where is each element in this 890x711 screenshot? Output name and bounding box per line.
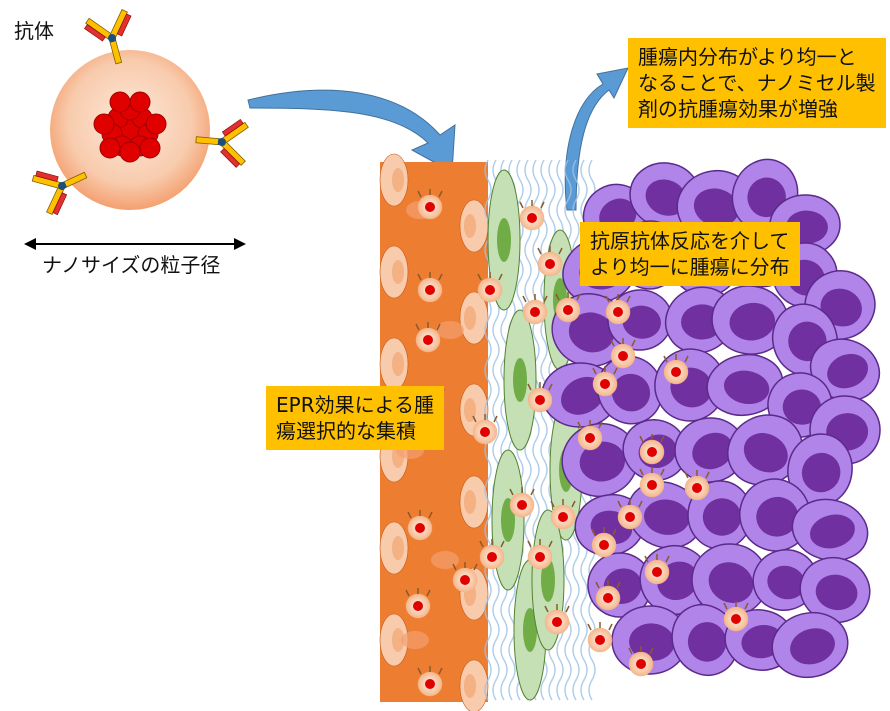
nanoparticle-small xyxy=(644,554,670,585)
endothelial-nucleus xyxy=(464,306,476,330)
nanoparticle-small xyxy=(628,646,654,677)
tumor-nucleus xyxy=(756,496,799,537)
drug-core-bead xyxy=(109,91,131,113)
antigen-antibody-line-2: より均一に腫瘍に分布 xyxy=(590,255,790,279)
tumor-nucleus xyxy=(645,179,687,216)
antitumor-effect-line-1: 腫瘍内分布がより均一と xyxy=(638,45,857,69)
antitumor-effect-box: 腫瘍内分布がより均一と なることで、ナノミセル製 剤の抗腫瘍効果が増強 xyxy=(628,38,886,128)
drug-core-bead xyxy=(99,137,121,159)
antibody-icon-left xyxy=(31,170,88,216)
nanoparticle-small xyxy=(555,292,581,323)
drug-core-cluster xyxy=(93,91,167,163)
endothelial-nucleus xyxy=(464,674,476,698)
epr-effect-box: EPR効果による腫 瘍選択的な集積 xyxy=(266,386,444,450)
epr-effect-line-1: EPR効果による腫 xyxy=(276,393,434,417)
curved-arrow-to-vessel xyxy=(247,89,456,173)
nanoparticle-small xyxy=(595,580,621,611)
nanoparticle-small xyxy=(477,272,503,303)
nanoparticle-small xyxy=(550,499,576,530)
tumor-nucleus xyxy=(809,514,855,549)
nanoparticle-small xyxy=(639,467,665,498)
nanoparticle-small xyxy=(472,414,498,445)
antitumor-effect-line-2: なることで、ナノミセル製 xyxy=(638,71,876,95)
nanoparticle-small xyxy=(587,622,613,653)
antibody-icon-top xyxy=(84,9,132,65)
nanoparticle-small xyxy=(407,510,433,541)
nanoparticle-small xyxy=(544,604,570,635)
antigen-antibody-line-1: 抗原抗体反応を介して xyxy=(590,229,790,253)
stromal-nucleus xyxy=(523,608,537,652)
tumor-nucleus xyxy=(782,389,822,425)
tumor-nucleus xyxy=(815,574,858,611)
nanoparticle-small xyxy=(452,562,478,593)
tumor-nucleus xyxy=(693,188,739,227)
nanoparticle-small xyxy=(417,189,443,220)
nanoparticle-small xyxy=(519,200,545,231)
nanoparticle-small xyxy=(415,322,441,353)
drug-core-bead xyxy=(119,141,141,163)
endothelial-nucleus xyxy=(392,628,404,652)
endothelial-nucleus xyxy=(392,260,404,284)
tumor-nucleus xyxy=(820,288,862,327)
antitumor-effect-line-3: 剤の抗腫瘍効果が増強 xyxy=(638,97,838,121)
nanoparticle-small xyxy=(592,366,618,397)
tumor-nucleus xyxy=(801,452,841,493)
tumor-nucleus xyxy=(611,373,651,412)
particle-size-label: ナノサイズの粒子径 xyxy=(42,253,221,277)
antibody-icon-right xyxy=(195,118,249,168)
tumor-nucleus xyxy=(568,312,615,353)
stromal-nucleus xyxy=(497,218,511,262)
endothelial-nucleus xyxy=(392,352,404,376)
vessel-patch xyxy=(431,551,459,569)
nanoparticle-small xyxy=(723,601,749,632)
stromal-nucleus xyxy=(541,558,555,602)
endothelial-nucleus xyxy=(392,536,404,560)
endothelial-nucleus xyxy=(392,168,404,192)
tumor-nucleus xyxy=(743,433,788,473)
tumor-nucleus xyxy=(622,305,661,339)
nanoparticle-small xyxy=(617,499,643,530)
tumor-nucleus xyxy=(687,622,727,662)
nanoparticle-small xyxy=(605,294,631,325)
vessel-patch xyxy=(401,631,429,649)
drug-core-bead xyxy=(145,113,167,135)
tumor-nucleus xyxy=(579,441,626,482)
drug-core-bead xyxy=(139,137,161,159)
nanoparticle-large xyxy=(50,50,210,210)
epr-effect-line-2: 瘍選択的な集積 xyxy=(276,419,416,443)
tumor-nucleus xyxy=(702,498,742,536)
tumor-nucleus xyxy=(644,499,690,535)
tumor-nucleus xyxy=(729,302,775,341)
nanoparticle-small xyxy=(522,294,548,325)
nanoparticle-small xyxy=(509,487,535,518)
tumor-nucleus xyxy=(708,562,754,604)
nanoparticle-small xyxy=(527,539,553,570)
vessel-patch xyxy=(436,321,464,339)
size-double-arrow xyxy=(24,238,246,250)
nanoparticle-small xyxy=(417,666,443,697)
tumor-nucleus xyxy=(723,370,770,405)
stromal-nucleus xyxy=(513,358,527,402)
nanoparticle-small xyxy=(591,527,617,558)
nanoparticle-small xyxy=(479,539,505,570)
nanoparticle-small xyxy=(610,338,636,369)
drug-core-bead xyxy=(93,113,115,135)
tumor-nucleus xyxy=(767,565,806,600)
tumor-nucleus xyxy=(790,628,835,665)
nanoparticle-small xyxy=(405,588,431,619)
tumor-nucleus xyxy=(692,432,734,470)
nanoparticle-small xyxy=(527,382,553,413)
antigen-antibody-box: 抗原抗体反応を介して より均一に腫瘍に分布 xyxy=(580,222,800,286)
nanoparticle-small xyxy=(684,470,710,501)
endothelial-nucleus xyxy=(464,490,476,514)
drug-core-bead xyxy=(129,91,151,113)
nanoparticle-small xyxy=(537,246,563,277)
nanoparticle-small xyxy=(577,420,603,451)
nanoparticle-small xyxy=(417,272,443,303)
nanoparticle-small xyxy=(639,434,665,465)
nanoparticle-small xyxy=(663,354,689,385)
antibody-label: 抗体 xyxy=(14,19,54,43)
endothelial-nucleus xyxy=(464,214,476,238)
tumor-nucleus xyxy=(827,353,869,389)
